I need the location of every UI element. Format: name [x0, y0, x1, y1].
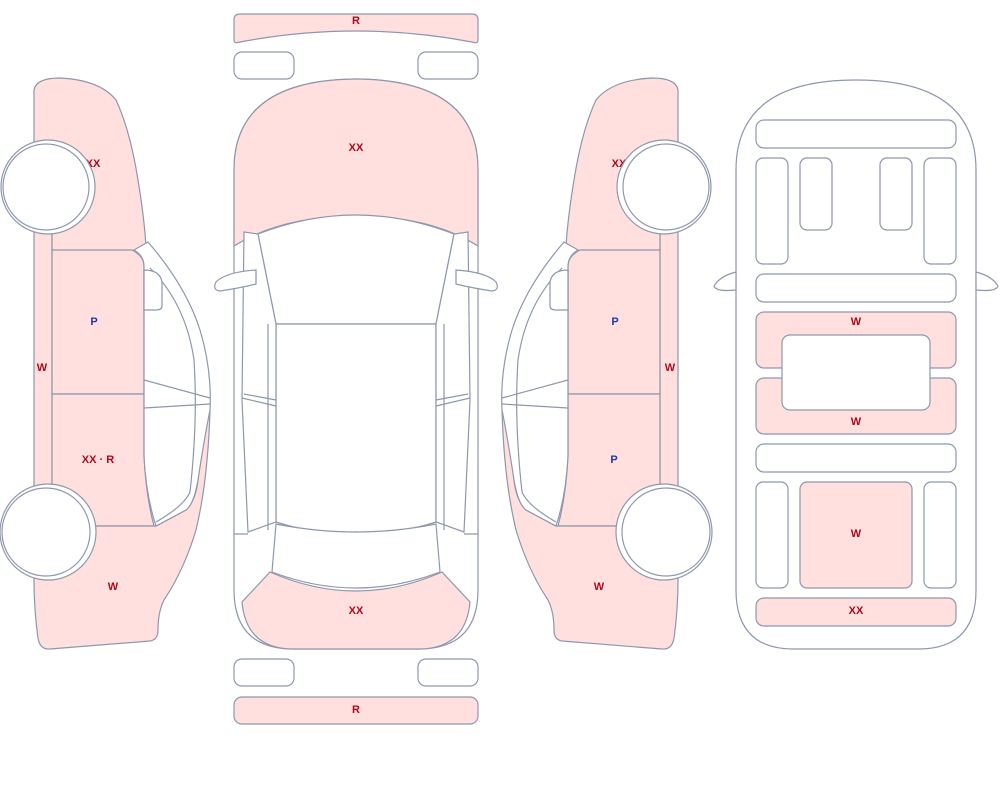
floor-mid-bar[interactable] — [755, 273, 957, 303]
rear-panel[interactable] — [241, 571, 471, 650]
right-rear-wheel[interactable] — [621, 487, 711, 577]
left-rear-quarter-label: W — [108, 581, 119, 593]
left-b-pillar-line — [241, 393, 277, 407]
floor-rear-band-label: W — [851, 416, 862, 428]
right-side-windows[interactable] — [501, 241, 580, 527]
right-headlight[interactable] — [417, 51, 479, 80]
left-front-wheel[interactable] — [2, 143, 90, 231]
top-view: R XX XX R — [214, 13, 498, 725]
left-front-door-label: P — [90, 316, 97, 328]
right-mirror[interactable] — [455, 269, 498, 292]
hood-label: XX — [349, 142, 364, 154]
rear-bumper-label: R — [352, 704, 360, 716]
left-side-windows[interactable] — [132, 241, 211, 527]
windshield[interactable] — [257, 214, 455, 325]
floor-left-mirror[interactable] — [713, 271, 737, 292]
left-front-door[interactable] — [51, 249, 145, 395]
floor-front-band-label: W — [851, 316, 862, 328]
floor-left-rear-seat[interactable] — [755, 481, 789, 589]
right-rear-quarter-label: W — [594, 581, 605, 593]
right-rear-door-label: P — [610, 454, 617, 466]
rear-bumper[interactable] — [233, 696, 479, 725]
floor-rear-bar[interactable] — [755, 443, 957, 473]
left-door-gap — [234, 324, 269, 535]
floor-right-rear-seat[interactable] — [923, 481, 957, 589]
roof-panel[interactable] — [275, 323, 437, 533]
floor-right-front-seat[interactable] — [923, 157, 957, 265]
left-sill-label: W — [37, 362, 48, 374]
right-b-pillar-line — [435, 393, 471, 407]
right-door-gap — [443, 324, 478, 535]
floor-rear-bottom-label: XX — [849, 605, 864, 617]
floor-rear-bottom-bar[interactable] — [755, 597, 957, 627]
right-side-mirror[interactable] — [549, 269, 569, 311]
left-side-view: W XX P XX · R W — [0, 77, 211, 650]
floor-left-console[interactable] — [799, 157, 833, 231]
left-mirror[interactable] — [214, 269, 257, 292]
rear-window[interactable] — [271, 523, 441, 589]
right-window-divider — [501, 267, 569, 523]
floor-trunk-panel[interactable] — [799, 481, 913, 589]
right-front-wheel[interactable] — [622, 143, 710, 231]
left-side-mirror[interactable] — [143, 269, 163, 311]
floor-trunk-panel-label: W — [851, 528, 862, 540]
left-headlight[interactable] — [233, 51, 295, 80]
floor-front-bar[interactable] — [755, 119, 957, 149]
left-sill[interactable] — [33, 229, 53, 491]
front-bumper[interactable] — [233, 13, 479, 44]
rear-panel-label: XX — [349, 605, 364, 617]
right-front-door-label: P — [611, 316, 618, 328]
floor-right-mirror[interactable] — [975, 271, 999, 292]
left-window-divider — [143, 267, 211, 523]
right-side-view: W XX P P W — [501, 77, 713, 650]
floor-right-console[interactable] — [879, 157, 913, 231]
front-bumper-label: R — [352, 15, 360, 27]
left-rear-wheel[interactable] — [1, 487, 91, 577]
right-sill[interactable] — [659, 229, 679, 491]
right-sill-label: W — [665, 362, 676, 374]
floor-sunroof[interactable] — [781, 334, 931, 411]
left-rear-door-label: XX · R — [82, 454, 114, 466]
right-taillight[interactable] — [417, 658, 479, 687]
floor-left-front-seat[interactable] — [755, 157, 789, 265]
floor-view: W W W XX — [713, 79, 999, 650]
left-taillight[interactable] — [233, 658, 295, 687]
